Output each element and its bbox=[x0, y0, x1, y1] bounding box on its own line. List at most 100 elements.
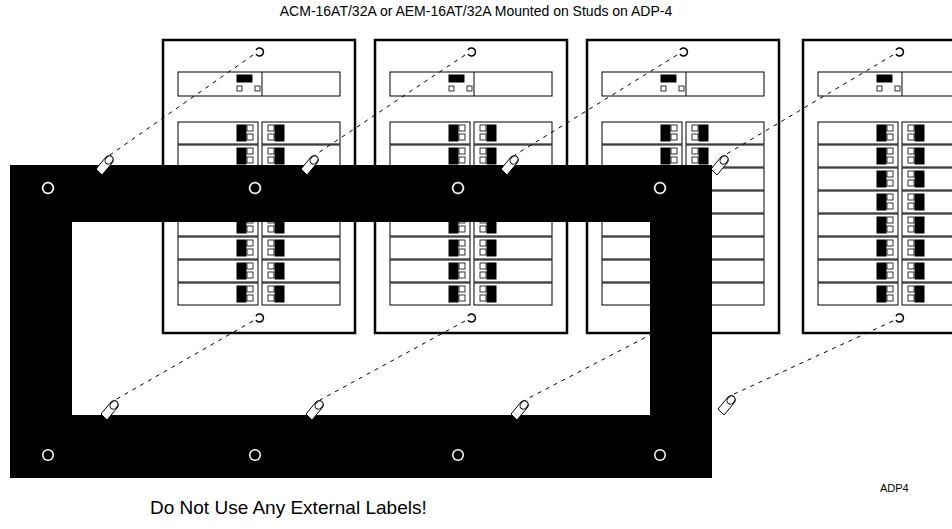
drawing-stroke bbox=[887, 272, 893, 278]
drawing-stroke bbox=[671, 148, 677, 154]
drawing-stroke bbox=[275, 125, 284, 141]
plate-hole bbox=[42, 449, 54, 461]
drawing-stroke bbox=[602, 72, 764, 96]
drawing-stroke bbox=[877, 263, 886, 279]
drawing-stroke bbox=[818, 283, 898, 305]
alignment-line bbox=[110, 55, 253, 155]
drawing-stroke bbox=[686, 145, 764, 167]
drawing-stroke bbox=[887, 134, 893, 140]
drawing-stroke bbox=[474, 283, 552, 305]
drawing-stroke bbox=[262, 145, 340, 167]
drawing-stroke bbox=[902, 260, 952, 282]
screw-hole bbox=[896, 314, 903, 322]
drawing-stroke bbox=[671, 125, 677, 131]
screw-hole bbox=[680, 48, 687, 56]
drawing-stroke bbox=[390, 122, 470, 144]
drawing-stroke bbox=[915, 286, 924, 302]
screw-hole bbox=[256, 314, 263, 322]
drawing-stroke bbox=[480, 157, 486, 163]
drawing-stroke bbox=[178, 237, 258, 259]
drawing-stroke bbox=[915, 171, 924, 187]
stud-end bbox=[108, 399, 119, 410]
drawing-stroke bbox=[692, 157, 698, 163]
drawing-stroke bbox=[480, 134, 486, 140]
drawing-stroke bbox=[480, 125, 486, 131]
drawing-stroke bbox=[390, 237, 470, 259]
drawing-stroke bbox=[237, 263, 246, 279]
drawing-stroke bbox=[818, 168, 898, 190]
drawing-stroke bbox=[275, 263, 284, 279]
drawing-stroke bbox=[887, 194, 893, 200]
drawing-stroke bbox=[887, 226, 893, 232]
drawing-stroke bbox=[459, 286, 465, 292]
drawing-stroke bbox=[459, 134, 465, 140]
drawing-stroke bbox=[915, 125, 924, 141]
drawing-stroke bbox=[877, 217, 886, 233]
drawing-stroke bbox=[480, 249, 486, 255]
drawing-stroke bbox=[268, 286, 274, 292]
drawing-stroke bbox=[487, 286, 496, 302]
drawing-stroke bbox=[661, 75, 676, 82]
drawing-stroke bbox=[902, 214, 952, 236]
plate-hole bbox=[44, 184, 53, 193]
stud-end bbox=[508, 154, 519, 165]
drawing-stroke bbox=[487, 263, 496, 279]
drawing-stroke bbox=[247, 148, 253, 154]
alignment-line bbox=[315, 55, 465, 155]
drawing-stroke bbox=[449, 263, 458, 279]
drawing-stroke bbox=[908, 134, 914, 140]
alignment-line bbox=[320, 321, 465, 400]
drawing-stroke bbox=[887, 203, 893, 209]
drawing-stroke bbox=[268, 148, 274, 154]
drawing-stroke bbox=[474, 122, 552, 144]
drawing-stroke bbox=[908, 125, 914, 131]
stud-end bbox=[718, 154, 729, 165]
drawing-stroke bbox=[661, 148, 670, 164]
drawing-stroke bbox=[887, 286, 893, 292]
drawing-stroke bbox=[818, 191, 898, 213]
plate-hole bbox=[654, 449, 666, 461]
drawing-stroke bbox=[268, 249, 274, 255]
drawing-stroke bbox=[877, 286, 886, 302]
drawing-stroke bbox=[908, 171, 914, 177]
screw-hole bbox=[256, 48, 263, 56]
drawing-stroke bbox=[268, 263, 274, 269]
drawing-stroke bbox=[480, 148, 486, 154]
drawing-stroke bbox=[887, 157, 893, 163]
drawing-stroke bbox=[459, 240, 465, 246]
drawing-stroke bbox=[262, 283, 340, 305]
drawing-stroke bbox=[692, 148, 698, 154]
drawing-stroke bbox=[474, 72, 475, 96]
plate-hole bbox=[251, 184, 260, 193]
drawing-stroke bbox=[877, 86, 882, 91]
drawing-stroke bbox=[887, 125, 893, 131]
drawing-stroke bbox=[915, 148, 924, 164]
drawing-stroke bbox=[449, 240, 458, 256]
drawing-stroke bbox=[887, 217, 893, 223]
drawing-stroke bbox=[480, 286, 486, 292]
drawing-stroke bbox=[671, 157, 677, 163]
drawing-stroke bbox=[480, 240, 486, 246]
drawing-stroke bbox=[887, 295, 893, 301]
drawing-stroke bbox=[237, 75, 252, 82]
drawing-stroke bbox=[692, 125, 698, 131]
drawing-stroke bbox=[902, 191, 952, 213]
plate-hole bbox=[656, 451, 665, 460]
drawing-stroke bbox=[480, 263, 486, 269]
drawing-stroke bbox=[268, 134, 274, 140]
drawing-stroke bbox=[459, 272, 465, 278]
drawing-stroke bbox=[390, 72, 552, 96]
drawing-stroke bbox=[262, 237, 340, 259]
title: ACM-16AT/32A or AEM-16AT/32A Mounted on … bbox=[0, 3, 952, 19]
figure-code: ADP4 bbox=[880, 482, 909, 494]
alignment-line bbox=[725, 55, 893, 155]
drawing-stroke bbox=[449, 125, 458, 141]
drawing-stroke bbox=[908, 272, 914, 278]
drawing-stroke bbox=[474, 237, 552, 259]
drawing-stroke bbox=[887, 263, 893, 269]
drawing-stroke bbox=[686, 72, 687, 96]
drawing-stroke bbox=[686, 122, 764, 144]
drawing-stroke bbox=[262, 72, 263, 96]
plate-hole bbox=[452, 182, 464, 194]
